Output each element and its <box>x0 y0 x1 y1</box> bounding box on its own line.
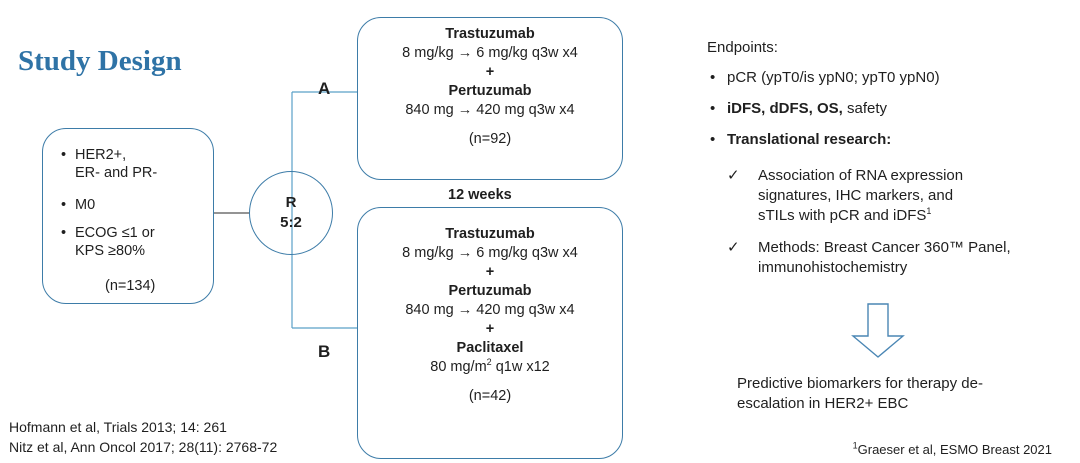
footnote: 1Graeser et al, ESMO Breast 2021 <box>852 440 1052 457</box>
reference-item: Hofmann et al, Trials 2013; 14: 261 <box>9 419 227 435</box>
translational-item-methods: ✓ Methods: Breast Cancer 360™ Panel, imm… <box>727 239 1011 276</box>
endpoints-heading: Endpoints: <box>707 39 778 56</box>
check-icon: ✓ <box>727 239 740 256</box>
translational-item-association: ✓ Association of RNA expression signatur… <box>727 167 964 224</box>
arm-b-drug-3: Paclitaxel <box>456 340 524 356</box>
endpoint-translational: Translational research: <box>710 130 1070 150</box>
endpoint-survival: iDFS, dDFS, OS, safety <box>710 99 1070 119</box>
arm-b-plus-1: + <box>485 264 495 280</box>
randomization-ratio: 5:2 <box>280 214 302 231</box>
arm-b-dose-3: 80 mg/m2 q1w x12 <box>430 357 550 375</box>
randomization-node: R 5:2 <box>249 171 333 255</box>
arm-b-box: Trastuzumab 8 mg/kg → 6 mg/kg q3w x4 + P… <box>357 207 623 459</box>
down-arrow-icon <box>851 303 905 358</box>
references: Hofmann et al, Trials 2013; 14: 261 Nitz… <box>9 417 277 457</box>
eligibility-item: ECOG ≤1 or KPS ≥80% <box>51 224 211 260</box>
reference-item: Nitz et al, Ann Oncol 2017; 28(11): 2768… <box>9 439 278 455</box>
eligibility-item: HER2+, ER- and PR- <box>51 146 211 182</box>
arm-b-drug-2: Pertuzumab <box>448 283 532 299</box>
arm-a-n: (n=92) <box>468 131 512 147</box>
arm-a-dose-2: 840 mg → 420 mg q3w x4 <box>405 102 575 118</box>
eligibility-box: HER2+, ER- and PR- M0 ECOG ≤1 or KPS ≥80… <box>42 128 214 304</box>
eligibility-n: (n=134) <box>105 278 156 294</box>
arm-a-box: Trastuzumab 8 mg/kg → 6 mg/kg q3w x4 + P… <box>357 17 623 180</box>
page-title: Study Design <box>18 45 182 77</box>
outcome-text: Predictive biomarkers for therapy de-esc… <box>737 375 983 412</box>
check-icon: ✓ <box>727 167 740 184</box>
arm-b-drug-1: Trastuzumab <box>445 226 535 242</box>
eligibility-item: M0 <box>51 196 211 214</box>
interval-label: 12 weeks <box>448 187 512 203</box>
randomization-label: R <box>285 194 297 211</box>
arm-b-dose-1: 8 mg/kg → 6 mg/kg q3w x4 <box>402 245 578 261</box>
endpoints-list: pCR (ypT0/is ypN0; ypT0 ypN0) iDFS, dDFS… <box>710 68 1070 290</box>
arm-b-label: B <box>318 342 331 361</box>
arm-b-n: (n=42) <box>468 388 512 404</box>
arm-a-label: A <box>318 79 331 98</box>
arm-a-drug-1: Trastuzumab <box>445 26 535 42</box>
arm-a-drug-2: Pertuzumab <box>448 83 532 99</box>
arm-b-plus-2: + <box>485 321 495 337</box>
arm-a-plus: + <box>485 64 495 80</box>
arm-b-dose-2: 840 mg → 420 mg q3w x4 <box>405 302 575 318</box>
endpoint-pcr: pCR (ypT0/is ypN0; ypT0 ypN0) <box>710 68 1070 88</box>
arm-a-dose-1: 8 mg/kg → 6 mg/kg q3w x4 <box>402 45 578 61</box>
